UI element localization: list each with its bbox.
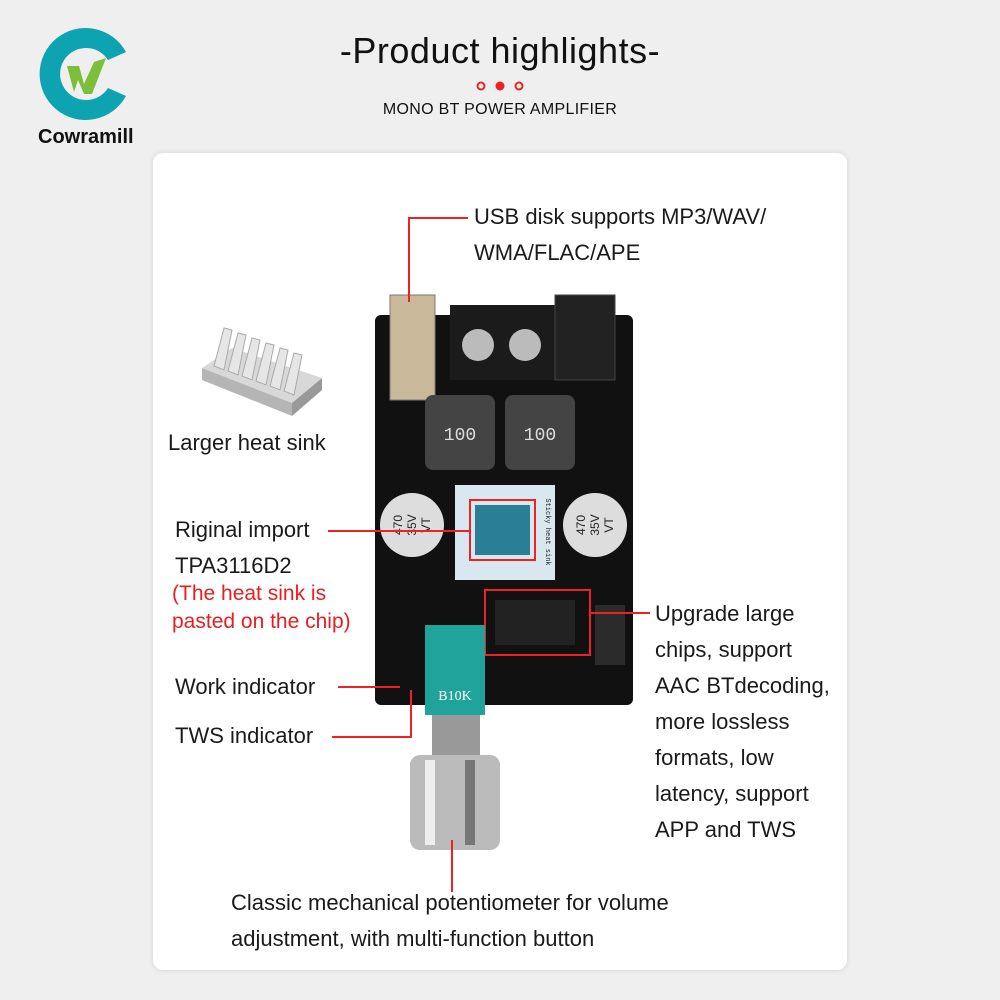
brand-name: Cowramill [38,126,134,148]
amplifier-board-image: 100 100 470 35V VT 470 35V VT Sticky hea… [375,294,633,850]
inductor-label: 100 [524,426,556,446]
pot-label: B10K [438,689,471,704]
svg-text:470: 470 [391,515,405,535]
page-subtitle: MONO BT POWER AMPLIFIER [382,101,618,118]
work-callout-line [338,686,400,688]
dots-decoration [476,81,524,91]
cowramill-logo [39,27,126,121]
usb-callout-line [408,217,468,219]
usb-callout: USB disk supports MP3/WAV/ WMA/FLAC/APE [474,204,767,265]
heat-sink-image [202,327,322,416]
tws-callout-line-vertical [410,690,412,738]
pot-callout: Classic mechanical potentiometer for vol… [231,890,669,951]
pot-callout-line [451,840,453,892]
page-title: -Product highlights- [339,30,661,71]
chip-heatsink-label: Sticky heat sink [543,498,551,565]
chip-callout-line [328,530,470,532]
capacitor-right-label: 470 35V VT [574,514,616,535]
work-indicator-label: Work indicator [175,674,316,699]
chip-note: (The heat sink is pasted on the chip) [172,582,351,633]
svg-text:VT: VT [602,517,616,533]
tws-callout-line [332,736,412,738]
tws-indicator-label: TWS indicator [175,723,314,748]
chip-callout: Riginal import TPA3116D2 [175,517,310,578]
upgrade-callout-line [590,612,650,614]
svg-text:470: 470 [574,515,588,535]
upgrade-callout: Upgrade large chips, support AAC BTdecod… [655,601,830,842]
inductor-label: 100 [444,426,476,446]
svg-text:35V: 35V [405,514,419,535]
usb-callout-line-vertical [408,217,410,302]
svg-text:35V: 35V [588,514,602,535]
heatsink-label: Larger heat sink [168,430,326,455]
capacitor-left-label: 470 35V VT [391,514,433,535]
svg-text:VT: VT [419,517,433,533]
